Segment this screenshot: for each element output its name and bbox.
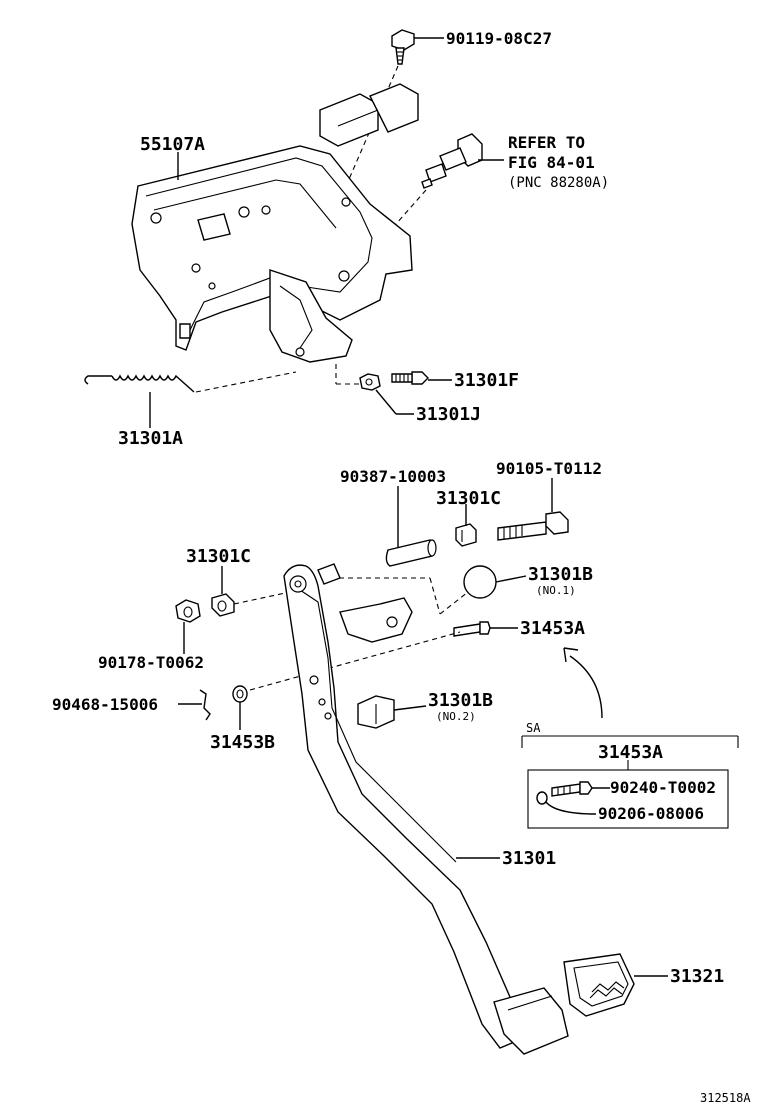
pedal-pad-icon bbox=[493, 987, 569, 1055]
label-90387-10003: 90387-10003 bbox=[340, 467, 446, 486]
label-31301B-2: 31301B bbox=[428, 690, 493, 711]
label-refer-3: (PNC 88280A) bbox=[508, 175, 609, 191]
sa-bolt-icon bbox=[551, 781, 593, 797]
sa-bracket bbox=[521, 735, 739, 829]
pedal-pad-31321-icon bbox=[563, 953, 635, 1017]
label-31301J: 31301J bbox=[416, 404, 481, 425]
label-90206-08006: 90206-08006 bbox=[598, 804, 704, 823]
dash-left-bushing bbox=[233, 591, 291, 605]
leader-90206 bbox=[545, 801, 597, 815]
clip-90468-icon bbox=[199, 689, 211, 721]
label-31453B: 31453B bbox=[210, 732, 275, 753]
label-refer-1: REFER TO bbox=[508, 133, 585, 152]
bushing-31301C-left-icon bbox=[211, 593, 235, 617]
dash-switch bbox=[395, 189, 427, 225]
dash-collar-c bbox=[439, 591, 469, 615]
dash-spring bbox=[195, 371, 297, 393]
collar-90387-icon bbox=[385, 539, 437, 567]
label-31453A: 31453A bbox=[520, 618, 585, 639]
label-31301B-1: 31301B bbox=[528, 564, 593, 585]
cushion-31301B-1-icon bbox=[463, 565, 497, 599]
dash-31453B bbox=[249, 631, 461, 691]
label-31301A: 31301A bbox=[118, 428, 183, 449]
label-sa-title: 31453A bbox=[598, 742, 663, 763]
label-55107A: 55107A bbox=[140, 134, 205, 155]
return-spring-icon bbox=[84, 374, 195, 393]
bolt-90119-icon bbox=[391, 29, 415, 65]
leader-31301B-2 bbox=[393, 705, 427, 711]
label-31301C-top: 31301C bbox=[436, 488, 501, 509]
label-31301B-1-note: (NO.1) bbox=[536, 584, 576, 597]
nut-90178-icon bbox=[175, 599, 201, 623]
label-31301B-2-note: (NO.2) bbox=[436, 710, 476, 723]
clutch-pedal-lever-icon bbox=[283, 563, 525, 1049]
label-31321: 31321 bbox=[670, 966, 724, 987]
dash-collar-b bbox=[429, 577, 441, 615]
label-refer-2: FIG 84-01 bbox=[508, 153, 595, 172]
sa-arrow-icon bbox=[563, 647, 603, 719]
label-31301C-left: 31301C bbox=[186, 546, 251, 567]
bolt-90105-icon bbox=[497, 511, 569, 541]
label-90105-T0112: 90105-T0112 bbox=[496, 459, 602, 478]
pedal-support-bracket-icon bbox=[131, 145, 413, 363]
label-31301: 31301 bbox=[502, 848, 556, 869]
label-31301F: 31301F bbox=[454, 370, 519, 391]
stop-lamp-switch-icon bbox=[421, 133, 483, 189]
bushing-31453B-icon bbox=[232, 685, 248, 703]
nut-31301J-icon bbox=[359, 373, 381, 391]
sa-washer-icon bbox=[536, 791, 548, 805]
label-90119-08C27: 90119-08C27 bbox=[446, 29, 552, 48]
leader-31301J-a bbox=[375, 389, 397, 415]
bushing-31301C-top-icon bbox=[455, 523, 477, 547]
label-90240-T0002: 90240-T0002 bbox=[610, 778, 716, 797]
cushion-31301B-2-icon bbox=[357, 695, 395, 729]
leader-31301B-1 bbox=[495, 575, 527, 583]
label-90178-T0062: 90178-T0062 bbox=[98, 653, 204, 672]
diagram-code: 312518A bbox=[700, 1091, 751, 1105]
label-90468-15006: 90468-15006 bbox=[52, 695, 158, 714]
bolt-31301F-icon bbox=[391, 371, 429, 385]
stop-bracket-icon bbox=[319, 83, 419, 147]
label-sa: SA bbox=[526, 721, 541, 735]
pin-31453A-icon bbox=[453, 621, 491, 637]
